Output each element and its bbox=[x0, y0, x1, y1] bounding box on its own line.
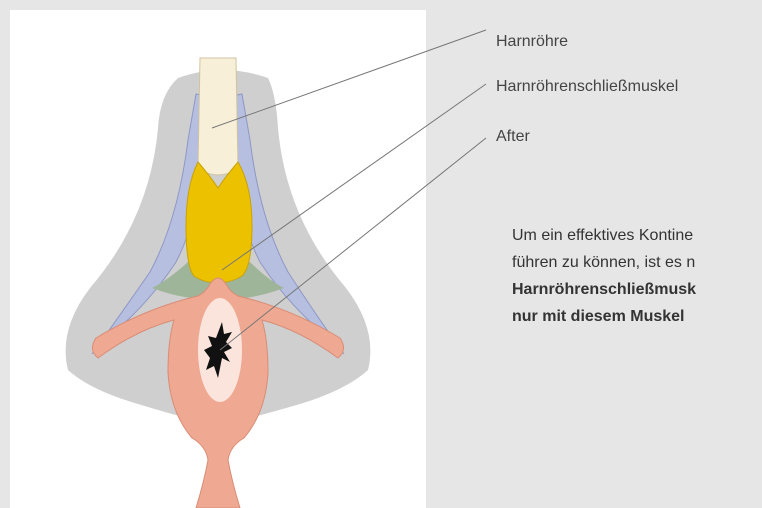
label-anus: After bbox=[496, 128, 530, 146]
description-line-2: führen zu können, ist es n bbox=[512, 249, 762, 276]
urethra-shape bbox=[198, 58, 238, 175]
description-line-1: Um ein effektives Kontine bbox=[512, 222, 762, 249]
description-line-3: Harnröhrenschließmusk bbox=[512, 276, 762, 303]
description-text: Um ein effektives Kontine führen zu könn… bbox=[512, 222, 762, 330]
label-urethra: Harnröhre bbox=[496, 33, 568, 51]
label-urethral-sphincter: Harnröhrenschließmuskel bbox=[496, 78, 678, 96]
description-line-4: nur mit diesem Muskel bbox=[512, 303, 762, 330]
